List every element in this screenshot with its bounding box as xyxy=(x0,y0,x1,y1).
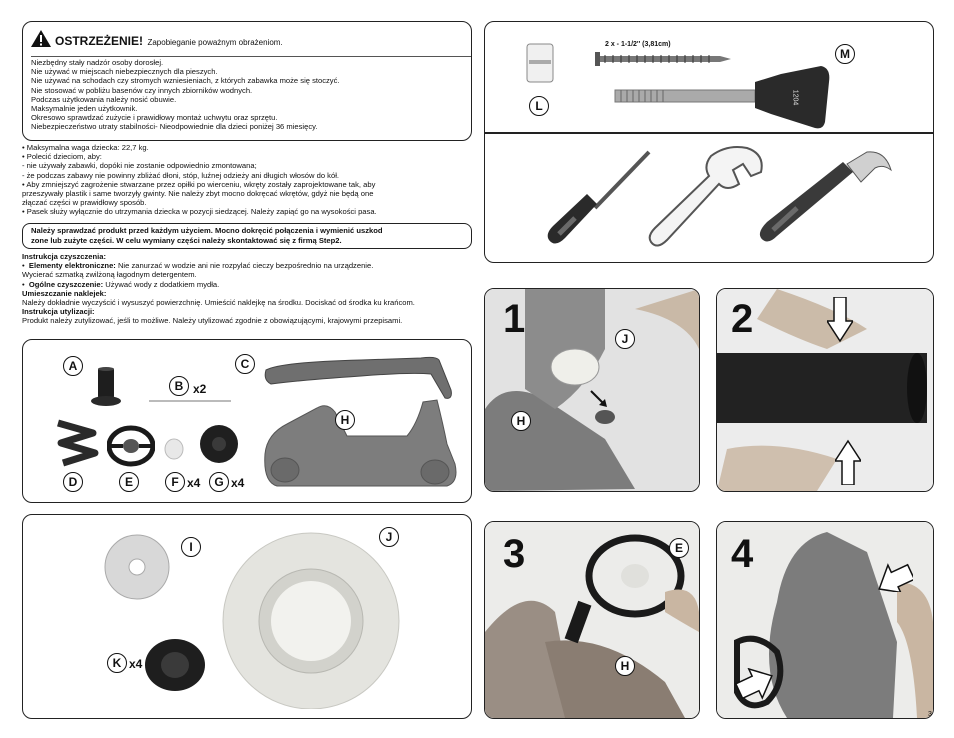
disposal-heading: Instrukcja utylizacji: xyxy=(22,307,95,317)
part-j-image xyxy=(222,532,400,709)
screw-size-label: 2 x - 1-1/2'' (3,81cm) xyxy=(605,41,671,48)
warning-line: Niebezpieczeństwo utraty stabilności- Ni… xyxy=(31,122,318,132)
hammer-icon xyxy=(759,151,892,242)
care-instructions: Instrukcja czyszczenia: • Elementy elekt… xyxy=(22,252,477,326)
step-1-h-label: H xyxy=(511,411,531,431)
part-m-image xyxy=(614,66,830,129)
warning-line: Podczas użytkowania należy nosić obuwie. xyxy=(31,94,177,104)
screwdriver-icon xyxy=(547,150,651,244)
step-2-image xyxy=(717,289,933,491)
electronics-text: Nie zanurzać w wodzie ani nie rozpylać c… xyxy=(115,261,374,271)
box-divider xyxy=(485,132,933,134)
electronics-text-2: Wycierać szmatką zwilżoną łagodnym deter… xyxy=(22,270,197,280)
part-i-label: I xyxy=(181,537,201,557)
bullet-line: • Pasek służy wyłącznie do utrzymania dz… xyxy=(22,207,377,217)
part-b-rod xyxy=(149,400,231,402)
step-2-number: 2 xyxy=(731,297,754,341)
warning-triangle-icon xyxy=(31,30,51,47)
part-c-image xyxy=(264,356,452,399)
part-b-label: B xyxy=(169,376,189,396)
step-3-number: 3 xyxy=(503,532,526,576)
part-a-label: A xyxy=(63,356,83,376)
disposal-text: Produkt należy zutylizować, jeśli to moż… xyxy=(22,316,403,326)
general-label: Ogólne czyszczenie: xyxy=(28,279,104,289)
warning-line: Niezbędny stały nadzór osoby dorosłej. xyxy=(31,58,164,67)
left-arrow-icon xyxy=(878,563,913,592)
cleaning-heading: Instrukcja czyszczenia: xyxy=(22,252,106,261)
part-b-qty: x2 xyxy=(193,382,207,396)
right-arrow-icon xyxy=(734,668,773,700)
warning-line: Nie stosować w pobliżu basenów czy innyc… xyxy=(31,85,253,95)
hardware-tools-box: L 2 x - 1-1/2'' (3,81cm) 1204 M xyxy=(484,21,934,263)
step-1-image xyxy=(485,289,699,491)
part-l-label: L xyxy=(529,96,549,116)
warning-title: OSTRZEŻENIE! xyxy=(55,34,144,48)
bullet-line: • Maksymalna waga dziecka: 22,7 kg. xyxy=(22,143,149,152)
warning-line: Okresowo sprawdzać zużycie i prawidłowy … xyxy=(31,113,278,123)
bullet-line: - że podczas zabawy nie powinny zbliżać … xyxy=(22,170,339,180)
warning-lines: Niezbędny stały nadzór osoby dorosłej. N… xyxy=(31,58,340,132)
bullet-line: - nie używały zabawki, dopóki nie zostan… xyxy=(22,161,257,171)
decal-heading: Umieszczanie naklejek: xyxy=(22,288,107,298)
step-4-number: 4 xyxy=(731,532,754,576)
bullet-line: przeszywały plastik i same tworzyły gwin… xyxy=(22,189,374,199)
down-arrow-icon xyxy=(827,297,853,343)
notice-line: zone lub zużyte części. W celu wymiany c… xyxy=(31,236,342,245)
general-cleaning: • Ogólne czyszczenie: Używać wody z doda… xyxy=(22,279,220,289)
part-f-image xyxy=(164,438,184,460)
part-g-label: G xyxy=(209,472,229,492)
part-d-label: D xyxy=(63,472,83,492)
part-a-image xyxy=(91,367,121,406)
arrow-icon xyxy=(590,390,607,407)
step-3-h-label: H xyxy=(615,656,635,676)
part-m-label: M xyxy=(835,44,855,64)
inspection-notice: Należy sprawdzać produkt przed każdym uż… xyxy=(22,223,472,249)
tool-stamp: 1204 xyxy=(791,89,799,106)
wrench-icon xyxy=(648,146,763,247)
part-k-qty: x4 xyxy=(129,657,143,671)
general-text: Używać wody z dodatkiem mydła. xyxy=(103,279,220,289)
parts-box-2: I J K x4 xyxy=(22,514,472,719)
safety-bullets: • Maksymalna waga dziecka: 22,7 kg. • Po… xyxy=(22,143,472,217)
step-1-j-label: J xyxy=(615,329,635,349)
part-h-image xyxy=(264,399,457,487)
step-3-box: 3 E H xyxy=(484,521,700,719)
page-number: 3 xyxy=(928,711,932,718)
bullet-line: • Aby zmniejszyć zagrożenie stwarzane pr… xyxy=(22,179,376,189)
bullet-line: złączać części w prawidłowy sposób. xyxy=(22,198,147,208)
part-j-label: J xyxy=(379,527,399,547)
part-g-qty: x4 xyxy=(231,476,245,490)
part-k-label: K xyxy=(107,653,127,673)
warning-subtitle: Zapobieganie poważnym obrażeniom. xyxy=(147,38,283,47)
part-k-image xyxy=(145,639,205,691)
part-f-qty: x4 xyxy=(187,476,201,490)
part-l-image xyxy=(526,43,554,83)
part-e-label: E xyxy=(119,472,139,492)
parts-box: A B x2 C D E F x4 G x4 H xyxy=(22,339,472,503)
electronics-label: Elementy elektroniczne: xyxy=(28,261,116,271)
warning-box: OSTRZEŻENIE! Zapobieganie poważnym obraż… xyxy=(22,21,472,141)
part-f-label: F xyxy=(165,472,185,492)
screw-image xyxy=(595,52,731,66)
part-i-image xyxy=(104,534,170,600)
step-3-image xyxy=(485,522,699,718)
part-c-label: C xyxy=(235,354,255,374)
warning-line: Nie używać na schodach czy stromych wzni… xyxy=(31,76,340,86)
step-4-box: 4 xyxy=(716,521,934,719)
warning-line: Maksymalnie jeden użytkownik. xyxy=(31,104,138,114)
step-3-e-label: E xyxy=(669,538,689,558)
step-2-box: 2 xyxy=(716,288,934,492)
electronics-cleaning: • Elementy elektroniczne: Nie zanurzać w… xyxy=(22,261,374,271)
part-g-image xyxy=(200,425,238,463)
part-h-label: H xyxy=(335,410,355,430)
step-1-box: 1 J H xyxy=(484,288,700,492)
part-d-image xyxy=(57,419,99,467)
bullet-line: • Polecić dzieciom, aby: xyxy=(22,152,102,162)
warning-line: Nie używać w miejscach niebezpiecznych d… xyxy=(31,67,218,77)
up-arrow-icon xyxy=(835,439,861,485)
decal-text: Należy dokładnie wyczyścić i wysuszyć po… xyxy=(22,298,415,308)
notice-line: Należy sprawdzać produkt przed każdym uż… xyxy=(31,226,383,235)
step-1-number: 1 xyxy=(503,297,526,341)
part-e-image xyxy=(107,425,155,467)
